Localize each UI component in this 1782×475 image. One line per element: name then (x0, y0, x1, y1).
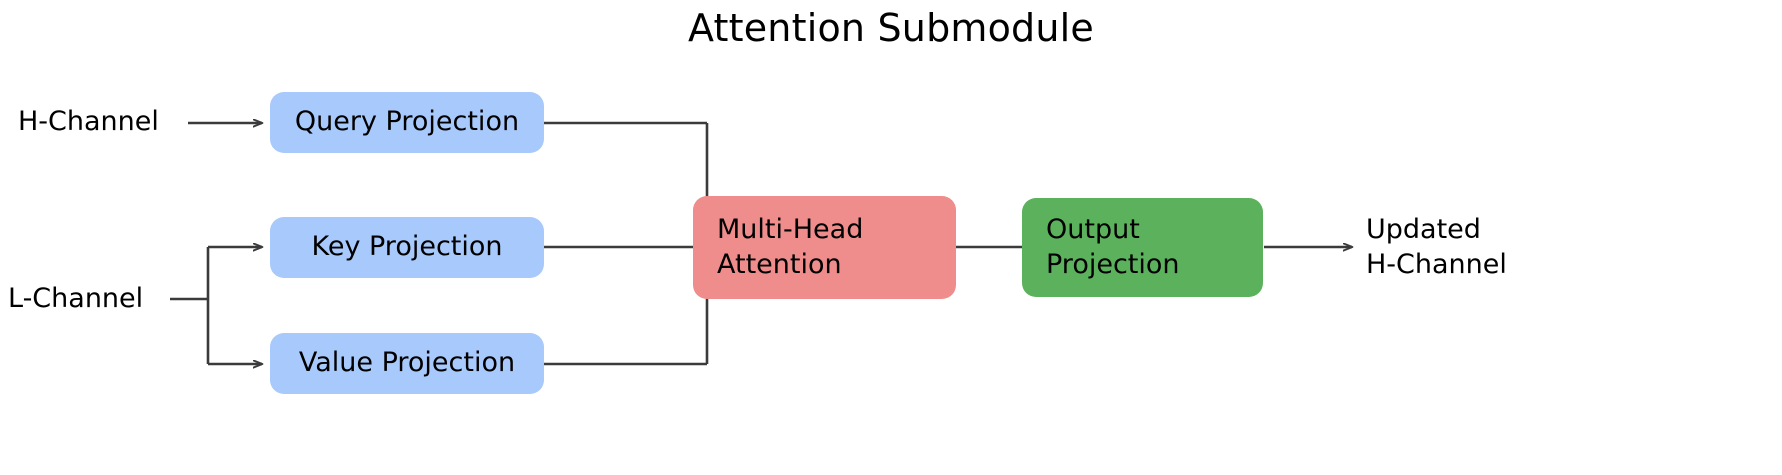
node-output-projection[interactable]: Output Projection (1022, 198, 1263, 297)
input-label-h-channel: H-Channel (18, 106, 159, 137)
input-label-l-channel: L-Channel (8, 283, 144, 314)
node-multi-head-attention[interactable]: Multi-Head Attention (693, 196, 956, 299)
node-query-projection[interactable]: Query Projection (270, 92, 544, 153)
node-value-projection[interactable]: Value Projection (270, 333, 544, 394)
node-key-projection[interactable]: Key Projection (270, 217, 544, 278)
output-label-updated-h-channel: Updated H-Channel (1366, 214, 1507, 281)
page-title: Attention Submodule (688, 6, 1094, 50)
